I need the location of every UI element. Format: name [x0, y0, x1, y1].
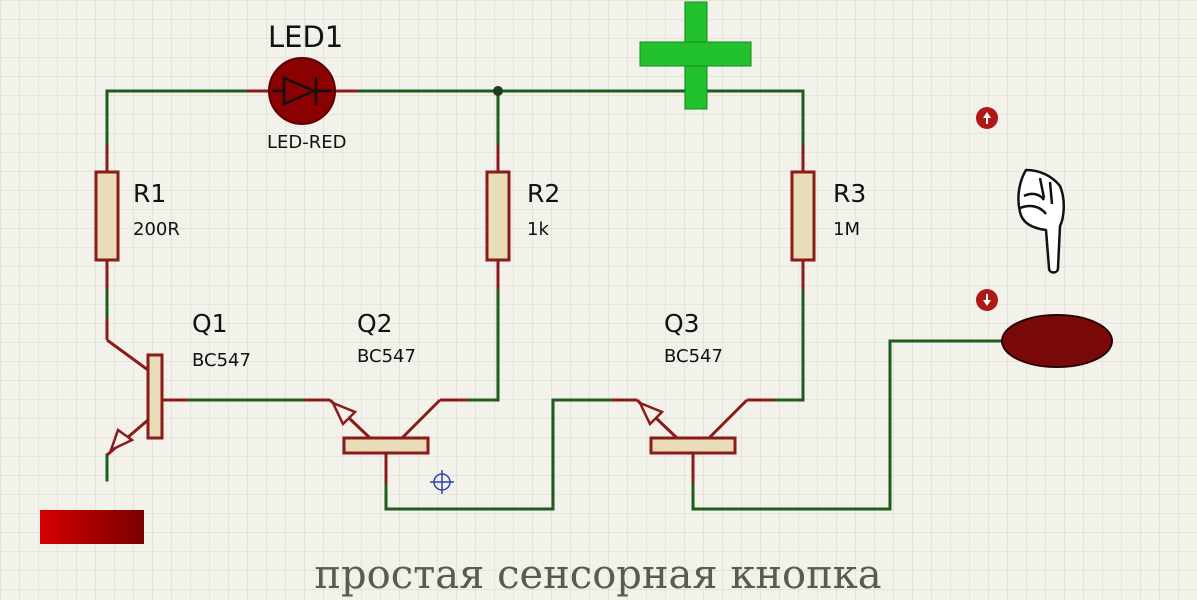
- wire-q2-collector: [465, 287, 500, 402]
- r1-value-label: 200R: [133, 219, 180, 240]
- q2-ref-label: Q2: [357, 309, 393, 338]
- r2-value-label: 1k: [527, 219, 549, 240]
- pointing-hand-icon[interactable]: [1017, 168, 1065, 274]
- q2-value-label: BC547: [357, 346, 416, 367]
- led1-value-label: LED-RED: [267, 132, 347, 153]
- q3-symbol[interactable]: [612, 398, 775, 483]
- led1-ref-label: LED1: [268, 20, 343, 54]
- led1-symbol[interactable]: [247, 57, 358, 125]
- r3-value-label: 1M: [833, 219, 860, 240]
- plus-terminal-icon[interactable]: [639, 1, 752, 110]
- r2-body[interactable]: [485, 170, 511, 262]
- r1-body[interactable]: [94, 170, 120, 262]
- wire-q3-base-to-pad: [691, 339, 1005, 511]
- ground-terminal-icon[interactable]: [40, 510, 144, 544]
- wire-q2-base-to-q3: [384, 398, 614, 511]
- r1-ref-label: R1: [133, 179, 166, 208]
- q3-ref-label: Q3: [664, 309, 700, 338]
- arrow-up-button[interactable]: [976, 107, 998, 129]
- r3-body[interactable]: [790, 170, 816, 262]
- q2-symbol[interactable]: [305, 398, 467, 483]
- wire-q3-collector: [773, 287, 805, 402]
- q1-value-label: BC547: [192, 350, 251, 371]
- caption-text: простая сенсорная кнопка: [314, 552, 881, 598]
- q3-value-label: BC547: [664, 346, 723, 367]
- r2-ref-label: R2: [527, 179, 560, 208]
- crosshair-probe-icon[interactable]: [430, 470, 454, 494]
- r3-ref-label: R3: [833, 179, 866, 208]
- arrow-down-button[interactable]: [976, 289, 998, 311]
- q1-ref-label: Q1: [192, 309, 228, 338]
- wires: [105, 89, 1005, 511]
- touch-pad-icon[interactable]: [1001, 314, 1113, 368]
- q1-symbol[interactable]: [105, 318, 188, 457]
- junction-dot: [493, 86, 503, 96]
